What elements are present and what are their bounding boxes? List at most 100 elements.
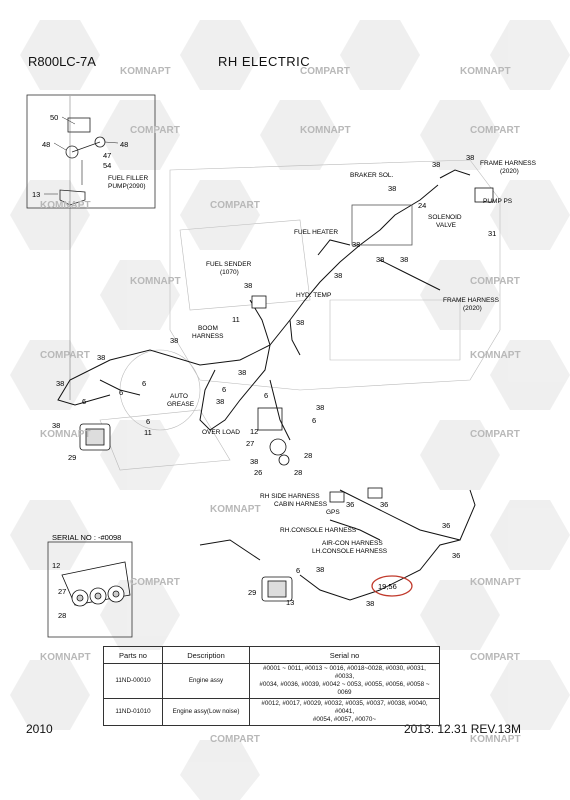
serial-line: #0001 ~ 0011, #0013 ~ 0016, #0018~0028, … (263, 665, 426, 680)
part-number: 38 (400, 255, 408, 264)
fuel-sender-1: FUEL SENDER (206, 261, 252, 268)
cell-parts-no: 11ND-01010 (103, 698, 163, 726)
part-48-left: 48 (42, 140, 50, 149)
footer-revision: 2013. 12.31 REV.13M (404, 722, 521, 736)
svg-text:COMPART: COMPART (300, 66, 350, 77)
page-title: RH ELECTRIC (218, 54, 311, 69)
part-number: 6 (146, 417, 150, 426)
svg-text:KOMNAPT: KOMNAPT (470, 350, 521, 361)
part-number: 36 (346, 500, 354, 509)
svg-text:COMPART: COMPART (130, 577, 180, 588)
fuel-filler-label-2: PUMP(2090) (108, 183, 146, 190)
lh-console-harness-label: LH.CONSOLE HARNESS (312, 548, 388, 555)
part-number: 6 (119, 388, 123, 397)
svg-text:KOMNAPT: KOMNAPT (210, 504, 261, 515)
cell-description: Engine assy(Low noise) (162, 698, 250, 726)
part-number: 26 (254, 468, 262, 477)
part-number: 6 (82, 397, 86, 406)
cell-serial: #0012, #0017, #0029, #0032, #0035, #0037… (249, 698, 440, 726)
part-number: 38 (56, 379, 64, 388)
part-number: 28 (294, 468, 302, 477)
fuel-heater-label: FUEL HEATER (294, 229, 338, 236)
gps-label: GPS (326, 509, 340, 516)
part-number: 38 (238, 368, 246, 377)
part-number: 11 (144, 428, 152, 437)
watermark-text: KOMNAPT COMPART KOMNAPT COMPART KOMNAPT … (40, 66, 521, 745)
svg-text:COMPART: COMPART (470, 125, 520, 136)
pump-ps-label: PUMP PS (483, 198, 513, 205)
aircon-harness-label: AIR-CON HARNESS (322, 540, 383, 547)
solenoid-valve-1: SOLENOID (428, 214, 462, 221)
svg-text:KOMNAPT: KOMNAPT (120, 66, 171, 77)
svg-text:KOMNAPT: KOMNAPT (470, 577, 521, 588)
cell-parts-no: 11ND-00010 (103, 663, 163, 699)
part-number: 31 (488, 229, 496, 238)
part-54: 54 (103, 161, 111, 170)
svg-text:COMPART: COMPART (130, 125, 180, 136)
svg-text:COMPART: COMPART (470, 429, 520, 440)
part-27-serial: 27 (58, 587, 66, 596)
serial-inset-title: SERIAL NO : -#0098 (52, 533, 121, 542)
svg-text:COMPART: COMPART (40, 350, 90, 361)
svg-text:KOMNAPT: KOMNAPT (300, 125, 351, 136)
table-header-row: Parts no Description Serial no (103, 646, 440, 664)
boom-harness-1: BOOM (198, 325, 218, 332)
part-47: 47 (103, 151, 111, 160)
cell-description: Engine assy (162, 663, 250, 699)
part-number: 24 (418, 201, 426, 210)
svg-text:KOMNAPT: KOMNAPT (460, 66, 511, 77)
table-row: 11ND-00010 Engine assy #0001 ~ 0011, #00… (103, 663, 440, 699)
auto-grease-1: AUTO (170, 393, 188, 400)
svg-text:COMPART: COMPART (470, 652, 520, 663)
part-numbers-top: 38 38 38 24 31 38 38 (352, 153, 496, 264)
part-50: 50 (50, 113, 58, 122)
frame-harness-mid-2: (2020) (463, 305, 482, 312)
part-number: 6 (312, 416, 316, 425)
frame-harness-top-2: (2020) (500, 168, 519, 175)
part-number: 38 (352, 240, 360, 249)
part-number: 38 (466, 153, 474, 162)
part-number: 6 (142, 379, 146, 388)
model-label: R800LC-7A (28, 54, 96, 69)
hyd-temp-label: HYD. TEMP (296, 292, 331, 299)
part-number: 36 (380, 500, 388, 509)
serial-line: #0034, #0036, #0039, #0042 ~ 0053, #0055… (259, 681, 430, 696)
part-number: 29 (248, 588, 256, 597)
part-number: 28 (304, 451, 312, 460)
part-13-inset: 13 (32, 190, 40, 199)
part-number: 6 (264, 391, 268, 400)
part-number: 38 (296, 318, 304, 327)
part-number: 38 (376, 255, 384, 264)
svg-text:KOMNAPT: KOMNAPT (40, 429, 91, 440)
inset-labels: 50 48 48 47 54 13 FUEL FILLER PUMP(2090) (32, 113, 149, 199)
table-row: 11ND-01010 Engine assy(Low noise) #0012,… (103, 698, 440, 726)
part-number: 38 (216, 397, 224, 406)
col-parts-no: Parts no (103, 646, 163, 664)
component-labels: FRAME HARNESS (2020) BRAKER SOL. PUMP PS… (167, 160, 537, 555)
part-number: 38 (432, 160, 440, 169)
auto-grease-2: GREASE (167, 401, 195, 408)
part-12-serial: 12 (52, 561, 60, 570)
col-description: Description (162, 646, 250, 664)
serial-line: #0012, #0017, #0029, #0032, #0035, #0037… (261, 700, 428, 715)
frame-harness-top-1: FRAME HARNESS (480, 160, 537, 167)
part-number: 27 (246, 439, 254, 448)
part-number: 38 (388, 184, 396, 193)
part-number: 12 (250, 427, 258, 436)
part-number: 38 (97, 353, 105, 362)
part-numbers-lower: 36 36 36 36 6 38 29 13 38 19,56 (248, 500, 460, 608)
cell-serial: #0001 ~ 0011, #0013 ~ 0016, #0018~0028, … (249, 663, 440, 699)
frame-harness-mid-1: FRAME HARNESS (443, 297, 500, 304)
part-number: 38 (250, 457, 258, 466)
svg-text:KOMNAPT: KOMNAPT (40, 652, 91, 663)
rh-side-harness-label: RH SIDE HARNESS (260, 493, 320, 500)
solenoid-valve-2: VALVE (436, 222, 457, 229)
svg-text:KOMNAPT: KOMNAPT (130, 276, 181, 287)
part-number: 38 (316, 565, 324, 574)
svg-text:COMPART: COMPART (210, 200, 260, 211)
parts-table: Parts no Description Serial no 11ND-0001… (103, 646, 440, 726)
part-number: 6 (296, 566, 300, 575)
over-load-label: OVER LOAD (202, 429, 240, 436)
